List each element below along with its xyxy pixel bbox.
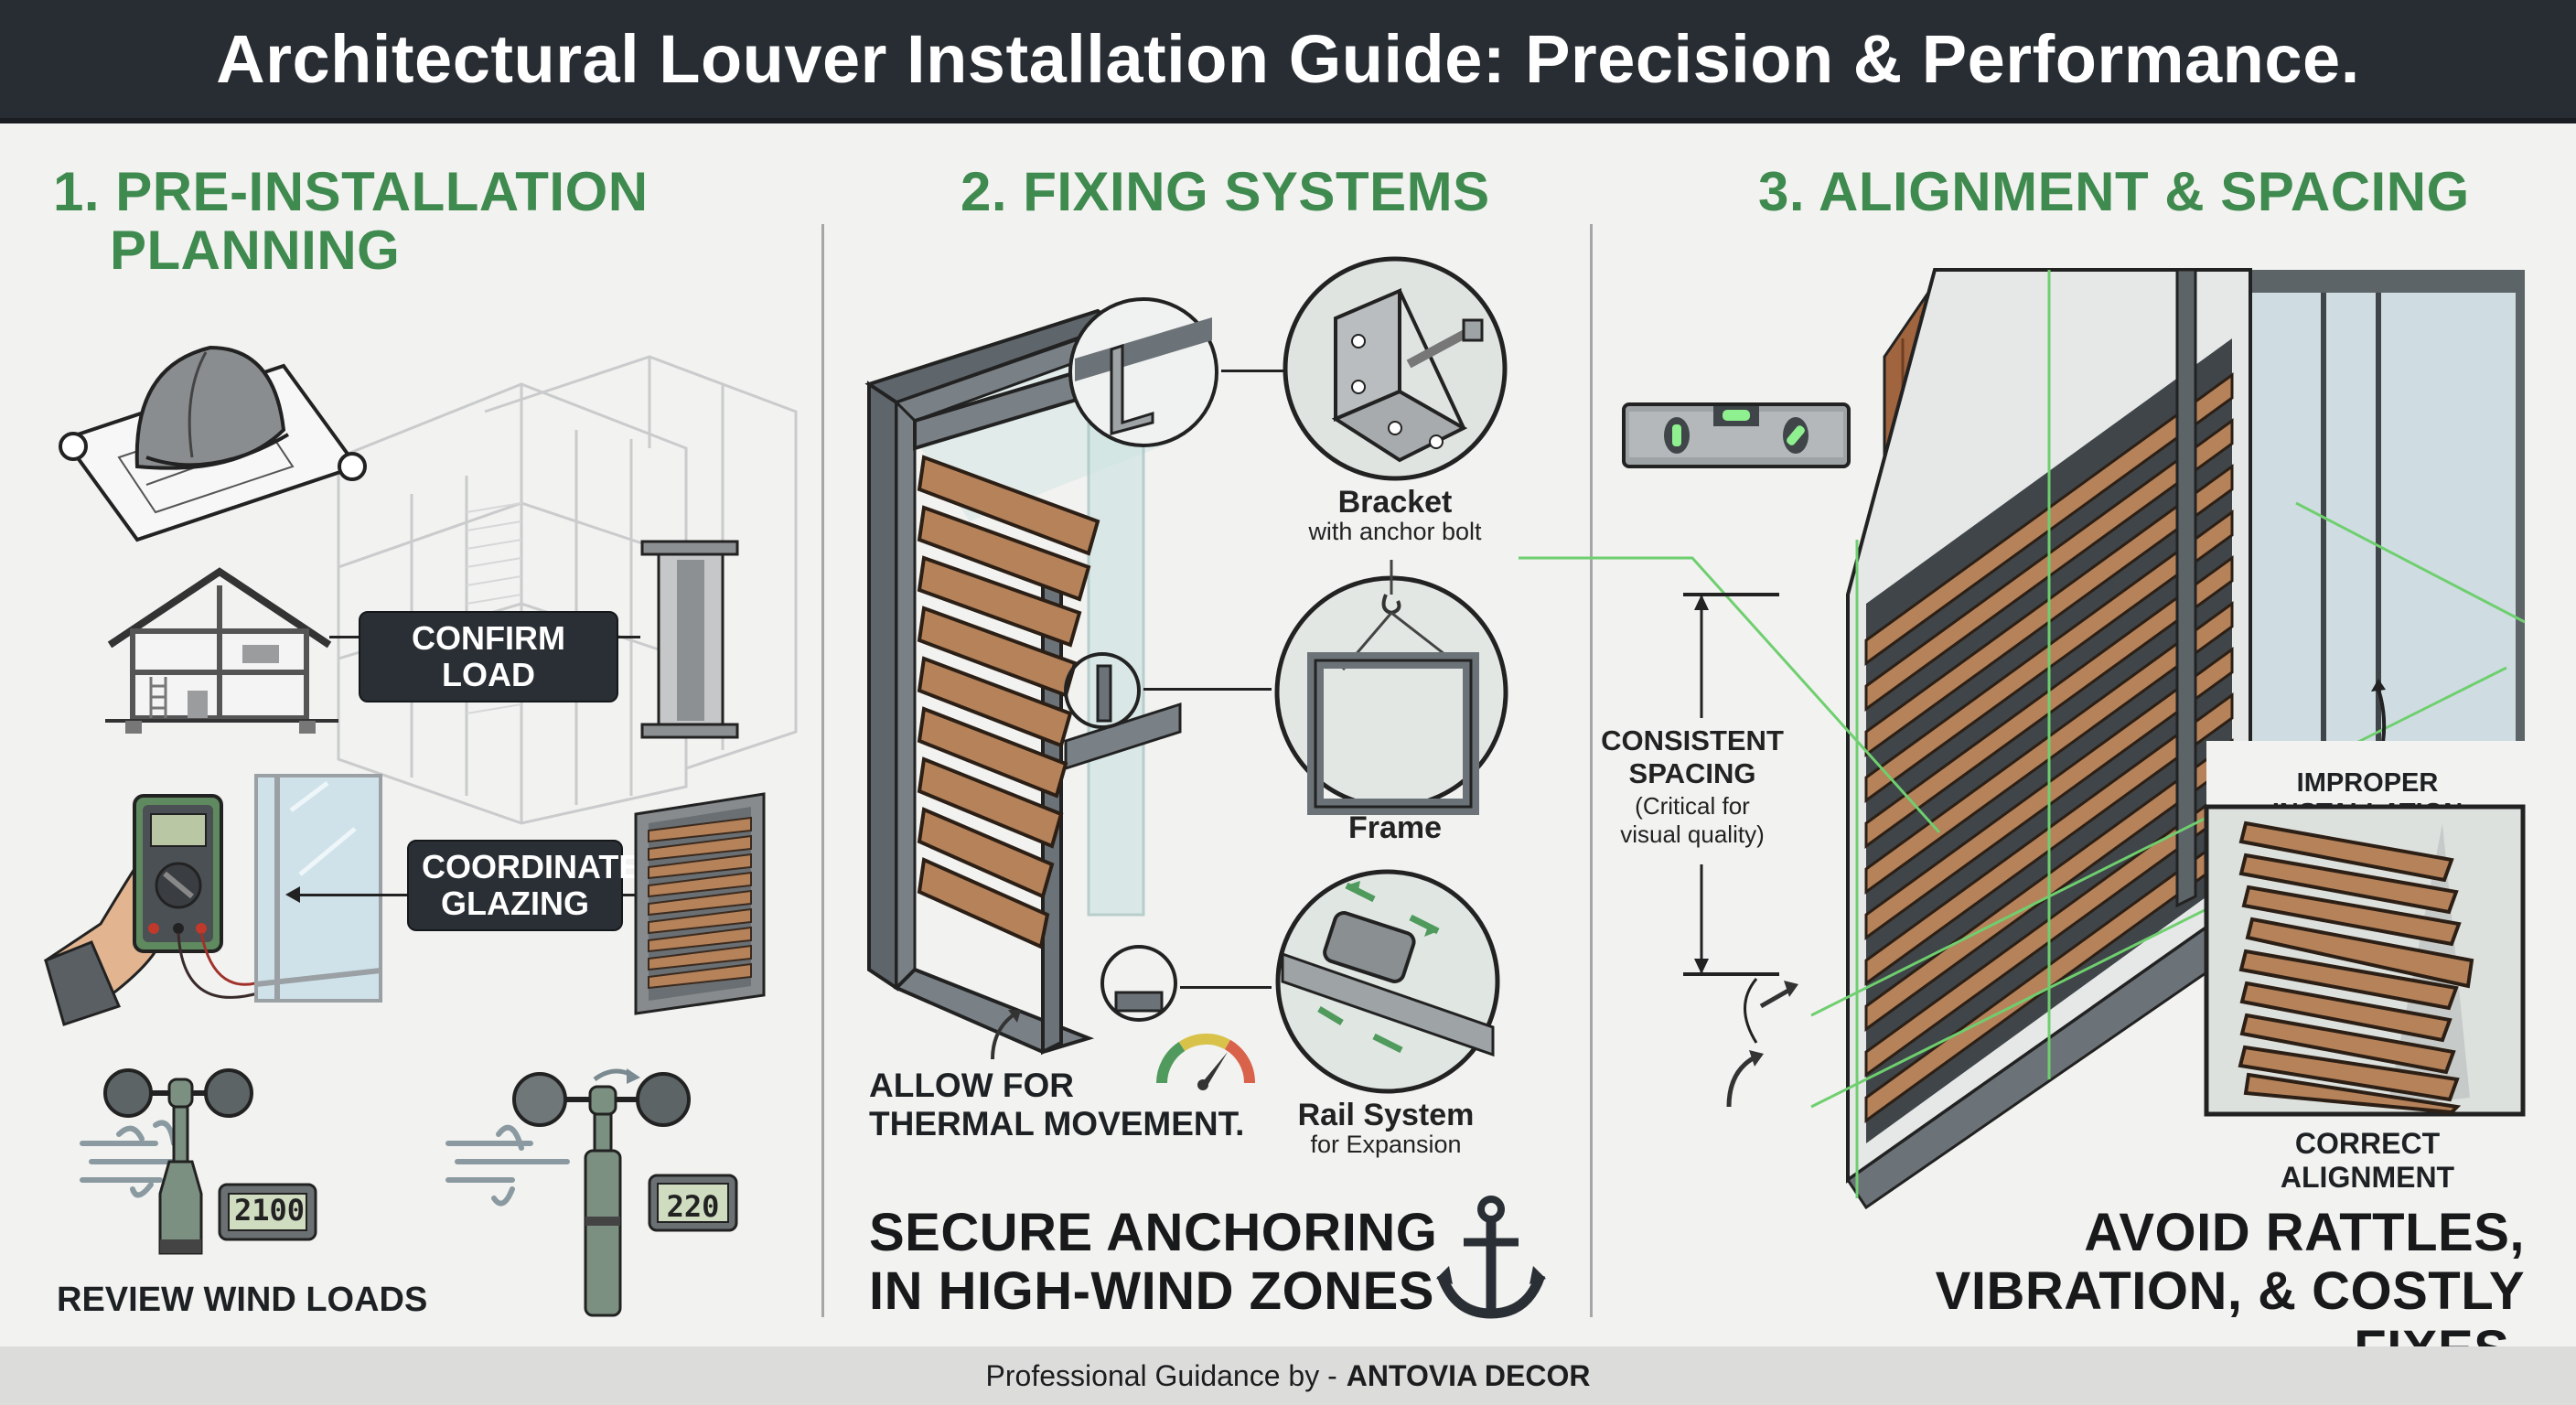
note-line: THERMAL MOVEMENT. <box>869 1105 1245 1142</box>
note-line: ALLOW FOR <box>869 1067 1075 1104</box>
hard-hat-blueprint-icon <box>59 345 367 542</box>
anchor-icon <box>1436 1196 1546 1319</box>
bracket-title: Bracket <box>1337 485 1453 520</box>
correct-alignment-label: CORRECT ALIGNMENT <box>2280 1127 2455 1194</box>
connector-line <box>1221 370 1285 372</box>
steel-i-beam-icon <box>640 540 739 739</box>
arrow-head-icon <box>285 886 300 903</box>
anemometer-icon <box>445 1068 738 1317</box>
window-glazing-icon <box>254 774 382 1003</box>
curved-arrow-icon <box>991 1010 1021 1060</box>
rail-system-subtitle: for Expansion <box>1310 1131 1462 1158</box>
spacing-note: (Critical for visual quality) <box>1601 792 1784 849</box>
tag-line: COORDINATE <box>422 848 641 885</box>
secure-anchoring-headline: SECURE ANCHORING IN HIGH-WIND ZONES <box>869 1204 1437 1321</box>
connector-line <box>1180 986 1272 989</box>
section-1-heading: 1. PRE-INSTALLATION PLANNING <box>53 163 649 280</box>
misaligned-louvers-icon <box>2204 804 2526 1117</box>
note-line: visual quality) <box>1620 820 1765 848</box>
arrow-line <box>293 894 412 896</box>
gauge-icon <box>1156 1033 1256 1090</box>
wind-speed-display-2: 220 <box>666 1189 720 1224</box>
thermal-movement-note: ALLOW FOR THERMAL MOVEMENT. <box>869 1067 1244 1143</box>
consistent-spacing-label: CONSISTENT SPACING <box>1601 724 1784 790</box>
footer-brand: ANTOVIA DECOR <box>1346 1358 1591 1392</box>
connector-line <box>623 894 641 896</box>
wind-speed-display-1: 2100 <box>233 1193 306 1228</box>
heading-line: 1. PRE-INSTALLATION <box>53 161 649 222</box>
footer-prefix: Professional Guidance by - <box>985 1358 1337 1392</box>
column-divider <box>821 224 824 1317</box>
label-line: SPACING <box>1628 757 1756 789</box>
coordinate-glazing-tag: COORDINATE GLAZING <box>407 840 641 931</box>
hanging-frame-callout-icon <box>1274 560 1508 815</box>
review-wind-loads-caption: REVIEW WIND LOADS <box>57 1281 428 1319</box>
footer: Professional Guidance by - ANTOVIA DECOR <box>0 1346 2576 1405</box>
multimeter-icon <box>43 794 284 1026</box>
zoom-ring-icon <box>1068 297 1218 447</box>
section-3-heading: 3. ALIGNMENT & SPACING <box>1758 161 2470 222</box>
spirit-level-icon <box>1622 402 1851 468</box>
frame-title: Frame <box>1347 810 1443 845</box>
zoom-ring-icon <box>1100 945 1177 1022</box>
column-divider <box>1590 224 1593 1317</box>
bracket-subtitle: with anchor bolt <box>1308 518 1482 545</box>
confirm-load-tag: CONFIRM LOAD <box>359 611 618 702</box>
label-line: CONSISTENT <box>1601 724 1784 756</box>
anemometer-icon <box>80 1068 317 1255</box>
title-bar: Architectural Louver Installation Guide:… <box>0 0 2576 123</box>
rail-system-title: Rail System <box>1297 1098 1475 1132</box>
tag-line: GLAZING <box>441 885 589 922</box>
rail-system-callout-icon <box>1275 869 1500 1094</box>
heading-line: PLANNING <box>110 220 401 281</box>
section-2-heading: 2. FIXING SYSTEMS <box>961 161 1490 222</box>
dimension-arrow-icon <box>1683 593 1779 976</box>
headline-line: AVOID RATTLES, <box>2084 1203 2525 1262</box>
house-section-icon <box>105 567 338 734</box>
zoom-ring-icon <box>1064 652 1141 729</box>
headline-line: SECURE ANCHORING <box>869 1203 1438 1262</box>
connector-line <box>1143 688 1272 691</box>
curved-arrow-icon <box>1726 978 1798 1108</box>
headline-line: IN HIGH-WIND ZONES <box>869 1261 1434 1321</box>
page-title: Architectural Louver Installation Guide:… <box>216 21 2360 97</box>
bracket-callout-icon <box>1283 256 1508 481</box>
note-line: (Critical for <box>1635 792 1750 820</box>
louver-panel-icon <box>634 792 766 1015</box>
building-facade-louvers-icon <box>1519 268 2526 1210</box>
